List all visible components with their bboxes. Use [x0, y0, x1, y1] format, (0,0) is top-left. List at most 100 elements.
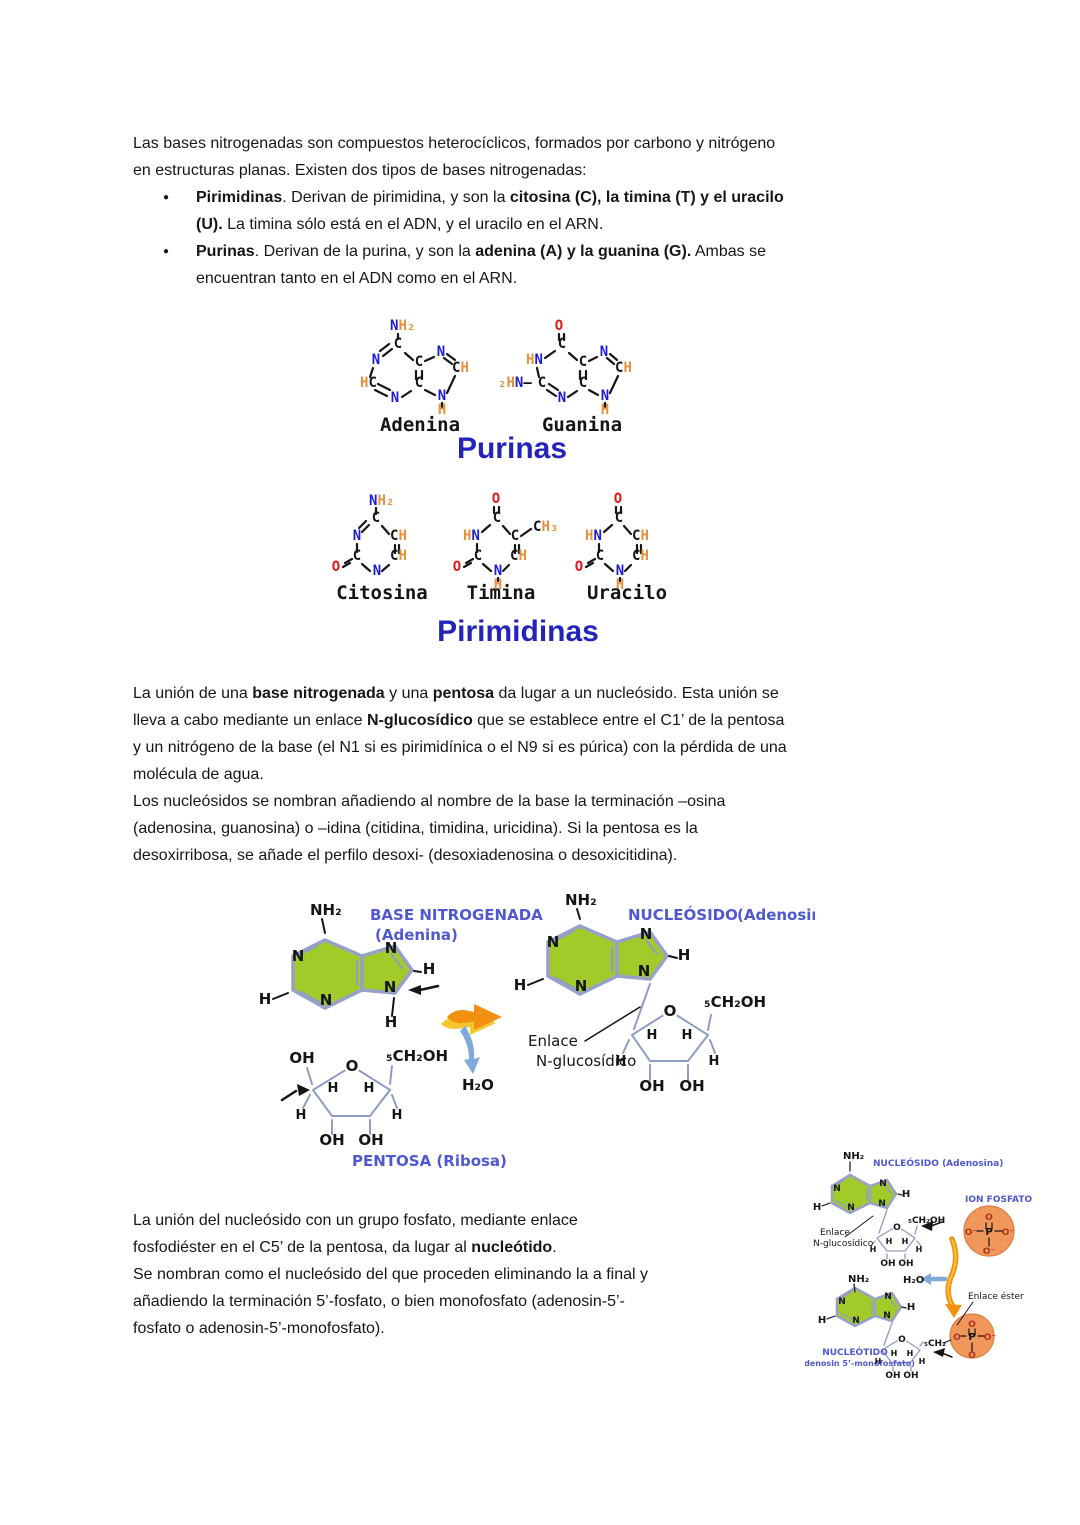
svg-text:H: H: [423, 960, 436, 978]
svg-text:C: C: [353, 548, 361, 564]
list-item-text: Pirimidinas. Derivan de pirimidina, y so…: [196, 189, 784, 233]
svg-text:N: N: [384, 978, 397, 996]
svg-text:N: N: [878, 1199, 886, 1209]
svg-text:N: N: [884, 1292, 892, 1302]
purinas-svg: NH₂CNHCNCCNCHNHAdeninaOCHNC₂HN–NCCNCHNHG…: [360, 318, 632, 465]
svg-text:O: O: [614, 491, 622, 507]
svg-text:C: C: [394, 336, 402, 352]
svg-text:₅CH₂: ₅CH₂: [924, 1339, 946, 1349]
enlace-ester-label: Enlace éster: [968, 1291, 1024, 1302]
svg-text:O: O: [575, 559, 583, 575]
svg-text:OH: OH: [319, 1131, 344, 1149]
svg-text:N: N: [353, 528, 361, 544]
svg-text:CH: CH: [615, 360, 632, 376]
svg-text:C: C: [511, 528, 519, 544]
svg-text:N: N: [600, 344, 608, 360]
nucleosido-label: NUCLEÓSIDO: [628, 905, 738, 924]
svg-text:NH₂: NH₂: [390, 318, 415, 334]
svg-text:OH: OH: [903, 1371, 918, 1381]
svg-text:P: P: [985, 1227, 992, 1238]
svg-text:C: C: [493, 510, 501, 526]
svg-text:N: N: [616, 563, 624, 579]
svg-text:CH₃: CH₃: [533, 519, 558, 535]
svg-text:H: H: [514, 976, 527, 994]
svg-text:H: H: [813, 1202, 821, 1213]
svg-text:N: N: [638, 962, 651, 980]
svg-text:H: H: [296, 1108, 307, 1123]
nucleotide-paragraph: La unión del nucleósido con un grupo fos…: [133, 1212, 648, 1337]
svg-text:O: O: [893, 1223, 901, 1233]
svg-text:NH₂: NH₂: [369, 493, 394, 509]
svg-text:N: N: [372, 352, 380, 368]
bullet-dot: ●: [163, 246, 170, 257]
svg-text:H: H: [682, 1028, 693, 1043]
guanina-name: Guanina: [542, 414, 622, 436]
uracilo-name: Uracilo: [587, 582, 667, 604]
svg-text:O: O: [453, 559, 461, 575]
svg-text:NH₂: NH₂: [848, 1274, 869, 1285]
svg-text:O: O: [492, 491, 500, 507]
svg-text:H: H: [907, 1349, 914, 1358]
svg-text:C: C: [579, 375, 587, 391]
nucleoside-paragraph: La unión de una base nitrogenada y una p…: [133, 685, 787, 864]
svg-text:N-glucosídico: N-glucosídico: [536, 1052, 636, 1070]
svg-text:H: H: [875, 1357, 882, 1366]
svg-text:(Adenina): (Adenina): [375, 926, 458, 944]
svg-text:N-glucosídico: N-glucosídico: [813, 1239, 874, 1249]
svg-text:H: H: [494, 577, 502, 593]
svg-text:N: N: [838, 1297, 846, 1307]
svg-text:O: O: [968, 1320, 976, 1330]
svg-text:OH: OH: [679, 1077, 704, 1095]
svg-text:C: C: [615, 510, 623, 526]
svg-text:O: O: [898, 1335, 906, 1345]
list-item-pirimidinas: ● Pirimidinas. Derivan de pirimidina, y …: [133, 184, 983, 238]
svg-text:₅CH₂OH: ₅CH₂OH: [386, 1047, 448, 1065]
nucleotido-label: NUCLEÓTIDO: [822, 1346, 888, 1358]
svg-text:O⁻: O⁻: [965, 1228, 978, 1238]
svg-text:H: H: [364, 1081, 375, 1096]
svg-text:O⁻: O⁻: [984, 1333, 997, 1343]
svg-text:N: N: [558, 390, 566, 406]
svg-text:H: H: [919, 1357, 926, 1366]
svg-text:(Adenosina): (Adenosina): [737, 906, 815, 924]
purinas-title: Purinas: [457, 432, 567, 465]
svg-text:C: C: [415, 354, 423, 370]
svg-text:N: N: [640, 925, 653, 943]
list-item-text: Purinas. Derivan de la purina, y son la …: [196, 243, 766, 287]
svg-text:₅CH₂OH: ₅CH₂OH: [704, 993, 766, 1011]
nucleosido2-label: NUCLEÓSIDO (Adenosina): [873, 1157, 1003, 1169]
svg-text:N: N: [852, 1316, 860, 1326]
svg-text:H: H: [902, 1189, 910, 1200]
svg-text:CH: CH: [390, 548, 407, 564]
svg-text:H: H: [678, 946, 691, 964]
svg-text:H: H: [902, 1237, 909, 1246]
svg-text:NH₂: NH₂: [843, 1151, 864, 1162]
intro-paragraph: Las bases nitrogenadas son compuestos he…: [133, 135, 776, 179]
enlace-label: Enlace: [528, 1032, 578, 1050]
svg-text:NH₂: NH₂: [565, 893, 597, 909]
svg-text:N: N: [373, 563, 381, 579]
svg-text:N: N: [438, 388, 446, 404]
svg-text:H: H: [438, 402, 446, 418]
svg-text:N: N: [575, 977, 588, 995]
svg-text:O: O: [555, 318, 563, 334]
svg-text:H: H: [916, 1245, 923, 1254]
svg-text:C: C: [474, 548, 482, 564]
svg-text:H: H: [601, 402, 609, 418]
svg-text:O⁻: O⁻: [1002, 1228, 1015, 1238]
svg-text:H: H: [891, 1349, 898, 1358]
h2o2-label: H₂O: [903, 1275, 924, 1286]
svg-text:C: C: [579, 354, 587, 370]
h2o-label: H₂O: [462, 1076, 494, 1094]
svg-text:N: N: [320, 991, 333, 1009]
svg-text:H: H: [870, 1245, 877, 1254]
svg-text:N: N: [391, 390, 399, 406]
svg-text:C: C: [596, 548, 604, 564]
timina-name: Timina: [467, 582, 536, 604]
svg-text:CH: CH: [510, 548, 527, 564]
